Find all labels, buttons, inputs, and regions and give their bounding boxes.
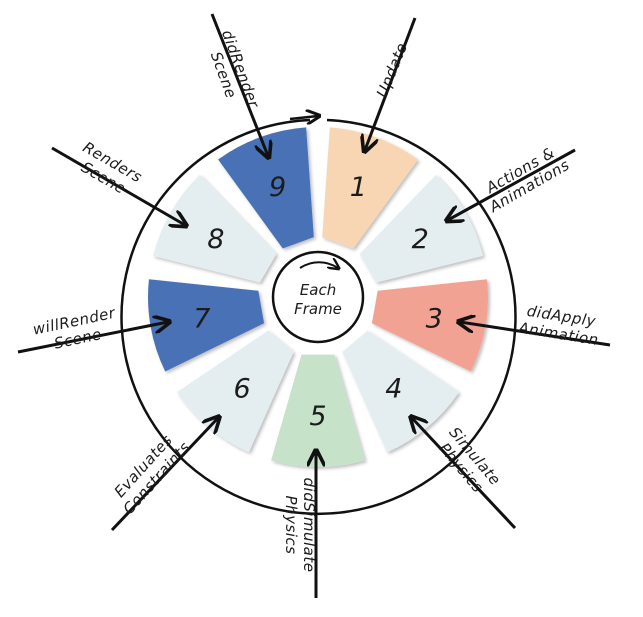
segment-3 bbox=[371, 279, 488, 372]
segment-3-number: 3 bbox=[426, 303, 443, 334]
segment-4-number: 4 bbox=[385, 373, 402, 404]
arrow-s1 bbox=[365, 17, 417, 150]
label-s5-line1: didSimulate bbox=[300, 478, 318, 573]
segment-8-number: 8 bbox=[207, 224, 224, 255]
arrow-s4 bbox=[412, 418, 517, 530]
segment-2-number: 2 bbox=[412, 224, 429, 255]
segment-1-number: 1 bbox=[350, 172, 367, 203]
segment-5 bbox=[271, 354, 365, 467]
label-s2: Actions &Animations bbox=[482, 143, 572, 216]
segment-7 bbox=[148, 279, 265, 372]
outer-cycle-ring bbox=[120, 118, 517, 515]
arrow-s8 bbox=[51, 146, 185, 225]
segment-9-number: 9 bbox=[269, 172, 286, 203]
segment-7-number: 7 bbox=[193, 303, 210, 334]
arrow-s9 bbox=[210, 13, 268, 156]
segment-6-number: 6 bbox=[234, 373, 251, 404]
center-circle bbox=[271, 250, 365, 344]
segment-4 bbox=[342, 330, 459, 453]
segment-2 bbox=[359, 174, 483, 283]
center-label-line2: Frame bbox=[294, 300, 342, 318]
arrow-s3 bbox=[460, 322, 611, 347]
label-s5-line2: Physics bbox=[282, 496, 300, 555]
outer-cycle-arrow bbox=[289, 116, 318, 119]
label-s1-line1: Update bbox=[373, 40, 411, 100]
segment-8 bbox=[153, 174, 277, 283]
arrow-s7 bbox=[17, 322, 168, 354]
segment-5-number: 5 bbox=[309, 401, 326, 432]
label-s1: Update bbox=[373, 40, 411, 100]
center-label-line1: Each bbox=[300, 281, 336, 299]
center-cycle-arrow bbox=[299, 262, 338, 268]
arrow-s2 bbox=[448, 148, 576, 220]
segment-9 bbox=[218, 127, 314, 249]
segment-1 bbox=[322, 127, 418, 249]
arrow-s6 bbox=[110, 418, 218, 532]
